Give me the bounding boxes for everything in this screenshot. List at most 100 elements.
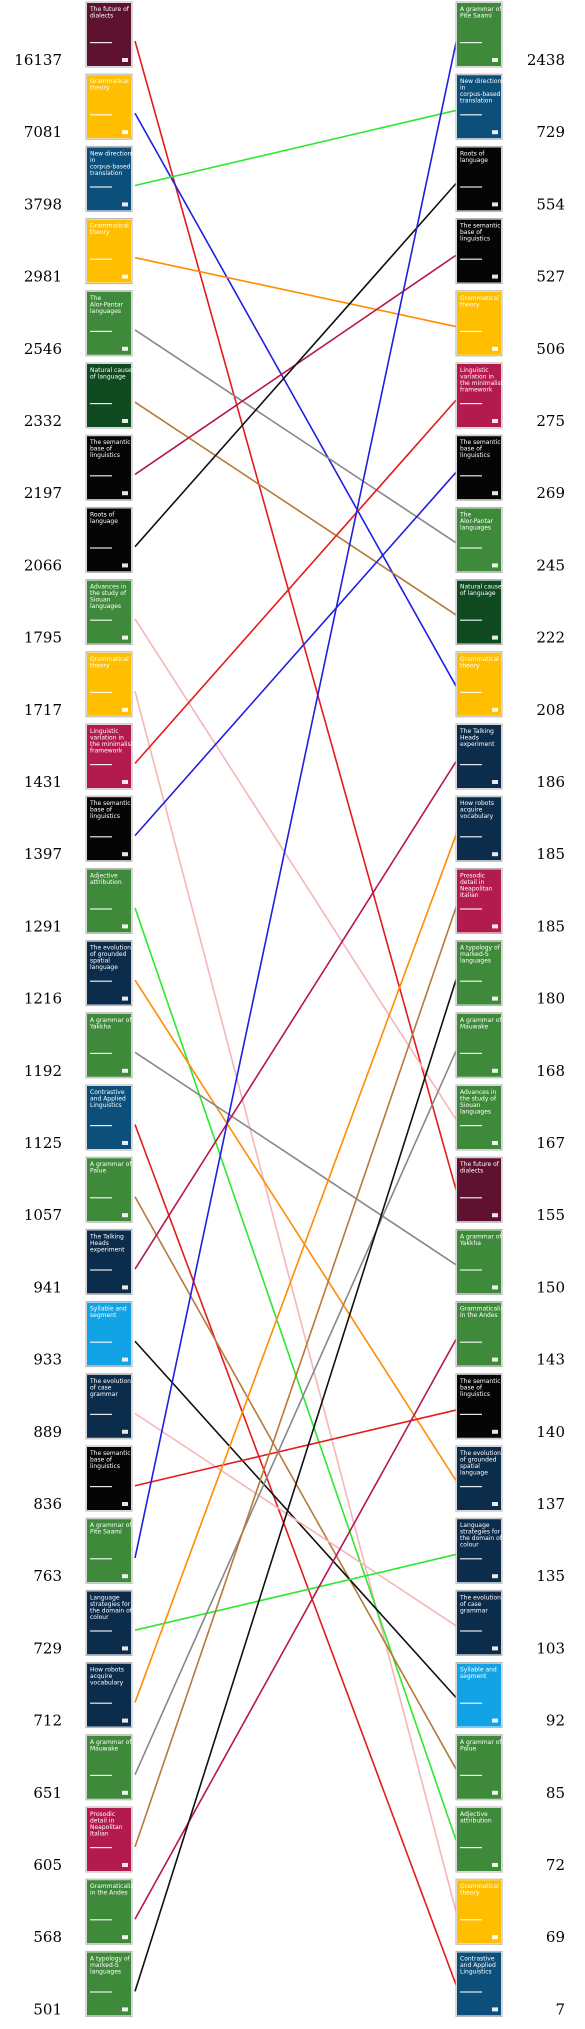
publisher-logo-icon [492,707,498,712]
cover-face [457,436,501,500]
cover-title-text: How robots [90,1667,124,1674]
cover-face [457,1519,501,1583]
cover-title-text: Alor-Pantar [90,301,124,308]
publisher-logo-icon [122,852,128,857]
left-value-label: 1216 [24,990,62,1008]
cover-title-text: strategies for [90,1601,131,1608]
cover-rule [460,114,482,116]
cover-title-text: Siouan [90,597,111,604]
cover-title-text: Adjective [460,1811,488,1818]
cover-face [87,941,131,1005]
cover-face [457,1013,501,1077]
cover-title-text: The semantic [459,1378,501,1385]
publisher-logo-icon [492,1429,498,1434]
cover-face [87,75,131,139]
cover-face [87,652,131,716]
cover-title-text: Italian [90,1831,109,1838]
cover-title-text: translation [90,170,122,177]
cover-rule [90,1486,112,1488]
publisher-logo-icon [122,1790,128,1795]
connector-line [134,181,458,548]
cover-title-text: Grammaticalization [90,1883,149,1890]
right-value-label: 7 [555,2000,565,2018]
cover-title-text: How robots [460,800,494,807]
cover-title-text: in [90,157,96,164]
right-value-label: 143 [536,1351,565,1369]
cover-title-text: Syllable and [460,1667,497,1674]
cover-title-text: segment [460,1673,487,1680]
cover-title-text: of case [460,1601,482,1608]
cover-title-text: language [460,157,488,164]
cover-rule [90,980,112,982]
cover-face [87,725,131,788]
connector-line [134,329,458,545]
cover-face [457,291,501,355]
cover-rule [460,1052,482,1054]
cover-face [87,1302,131,1366]
left-value-label: 7081 [24,123,62,141]
cover-rule [90,1341,112,1343]
cover-rule [460,836,482,838]
cover-title-text: The semantic [89,439,131,446]
right-value-label: 135 [536,1567,565,1585]
cover-title-text: in [460,85,466,92]
cover-rule [90,258,112,260]
cover-face [87,869,131,933]
cover-rule [460,475,482,477]
cover-title-text: in the Andes [460,1312,498,1319]
cover-rule [460,908,482,910]
cover-face [457,797,501,861]
left-value-label: 2066 [24,556,62,574]
publisher-logo-icon [122,1574,128,1579]
connector-line [134,1051,458,1267]
cover-face [87,1735,131,1799]
cover-face [87,1374,131,1438]
cover-face [87,1013,131,1077]
cover-title-text: linguistics [460,236,490,243]
cover-rule [90,1558,112,1560]
cover-title-text: Roots of [460,150,485,157]
publisher-logo-icon [122,58,128,62]
cover-rule [460,980,482,982]
cover-title-text: A grammar of [90,1017,132,1024]
cover-title-text: Language [460,1522,490,1529]
cover-title-text: Adjective [90,872,118,879]
cover-title-text: colour [460,1542,479,1549]
cover-title-text: language [90,964,118,971]
cover-title-text: Mauwake [460,1023,489,1030]
cover-face [87,1447,131,1510]
publisher-logo-icon [122,2007,128,2012]
cover-title-text: variation in [460,374,494,381]
connector-line [134,37,458,1559]
cover-title-text: languages [90,1968,121,1975]
publisher-logo-icon [492,996,498,1001]
cover-title-text: Prosodic [90,1811,115,1818]
cover-title-text: vocabulary [460,813,494,820]
connector-line [134,831,458,1703]
cover-face [457,1447,501,1510]
cover-rule [90,1269,112,1271]
cover-title-text: The semantic [459,439,501,446]
cover-title-text: New directions [460,78,504,85]
publisher-logo-icon [492,924,498,929]
connector-line [134,1412,458,1628]
publisher-logo-icon [122,1863,128,1867]
cover-title-text: base of [90,446,113,453]
cover-rule [90,1413,112,1415]
